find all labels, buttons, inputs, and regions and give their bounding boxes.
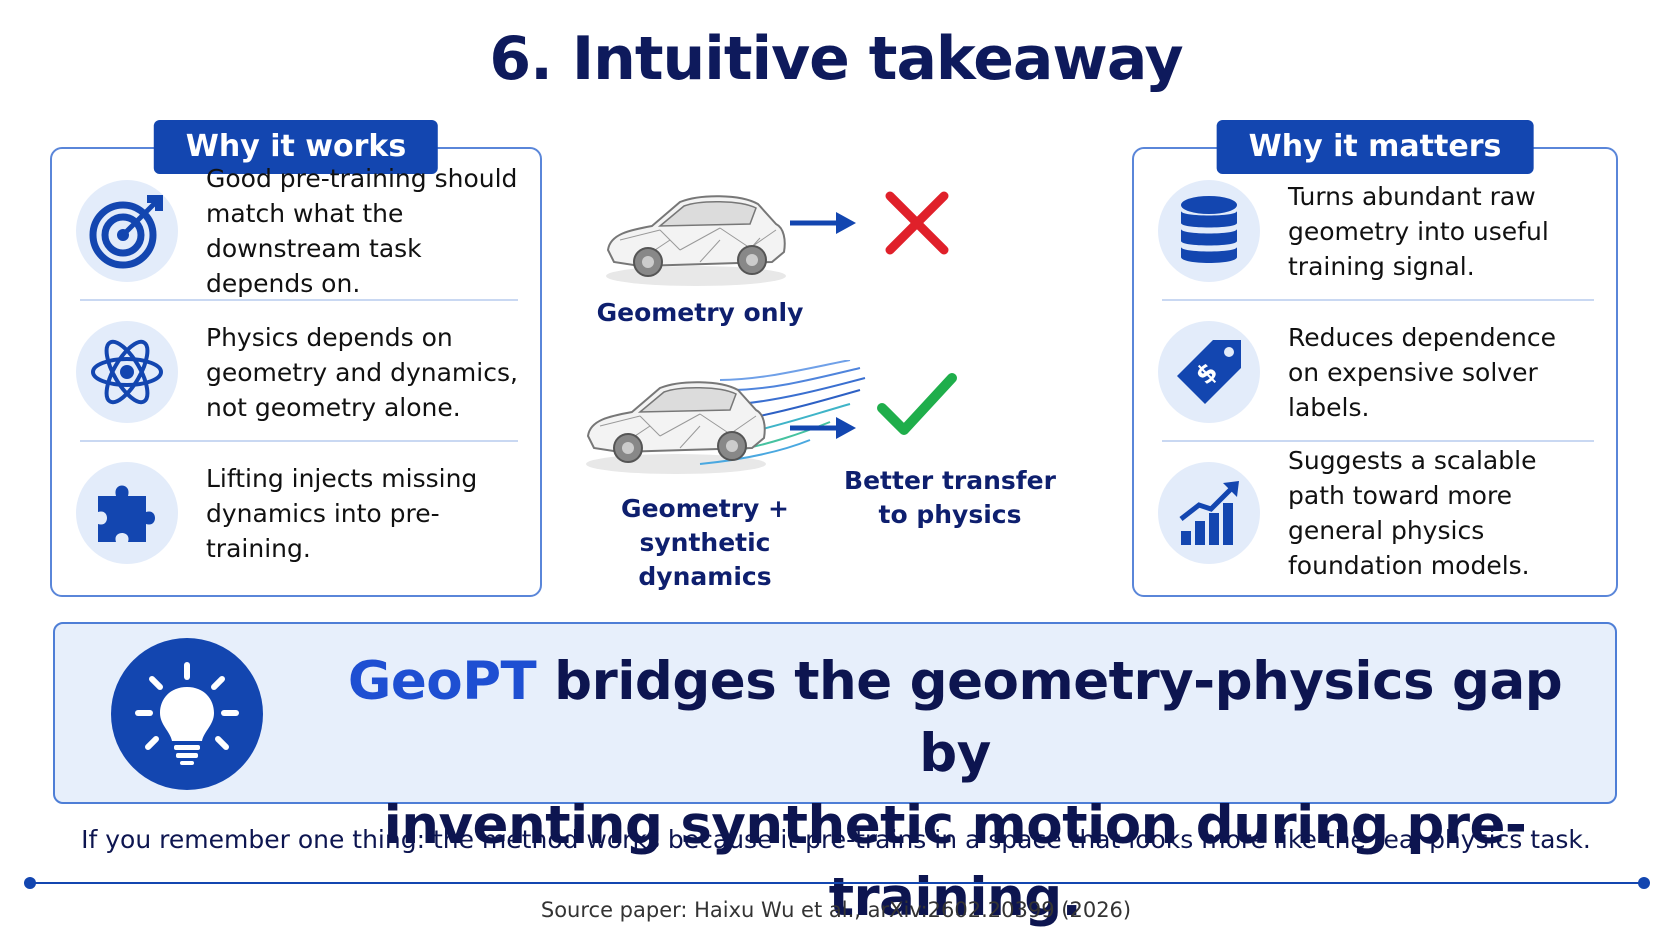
better-transfer-label: Better transfer to physics <box>844 466 1056 529</box>
remember-note: If you remember one thing: the method wo… <box>81 825 1591 854</box>
cross-icon <box>885 191 949 255</box>
source-citation: Source paper: Haixu Wu et al., arXiv:260… <box>540 898 1132 922</box>
geometry-dynamics-label: Geometry + synthetic dynamics <box>621 494 789 591</box>
growth-chart-icon <box>1158 462 1260 564</box>
puzzle-piece-icon <box>76 462 178 564</box>
why-it-works-item: Physics depends on geometry and dynamics… <box>76 302 518 442</box>
why-it-matters-heading: Why it matters <box>1216 120 1534 174</box>
why-it-works-item: Good pre-training should match what the … <box>76 161 518 301</box>
car-geometry-icon <box>606 195 786 286</box>
why-it-matters-item: Turns abundant raw geometry into useful … <box>1158 161 1594 301</box>
lightbulb-icon <box>111 638 263 790</box>
center-comparison: Geometry only Geometry + synthetic dynam… <box>570 170 1100 591</box>
car-flow-icon <box>586 360 866 474</box>
key-message-banner: GeoPT bridges the geometry-physics gap b… <box>53 622 1617 928</box>
why-it-works-heading: Why it works <box>153 120 439 174</box>
why-it-matters-item: Suggests a scalable path toward more gen… <box>1158 443 1594 583</box>
geometry-only-label: Geometry only <box>596 298 804 327</box>
footer-divider <box>30 882 1644 884</box>
item-text: Suggests a scalable path toward more gen… <box>1288 446 1537 580</box>
item-text: Reduces dependence on expensive solver l… <box>1288 322 1557 422</box>
item-text: Turns abundant raw geometry into useful … <box>1288 181 1549 281</box>
arrow-right-icon <box>790 212 856 234</box>
divider-dot <box>24 877 36 889</box>
price-tag-icon: $ <box>1158 321 1260 423</box>
why-it-matters-item: $ Reduces dependence on expensive solver… <box>1158 302 1594 442</box>
divider-dot <box>1638 877 1650 889</box>
why-it-works-panel: Why it works Good pre-training should ma… <box>50 120 542 597</box>
item-text: Physics depends on geometry and dynamics… <box>206 322 518 422</box>
why-it-matters-panel: Why it matters Turns abundant raw geomet… <box>1132 120 1618 597</box>
checkmark-icon <box>877 373 957 435</box>
item-text: Good pre-training should match what the … <box>206 164 518 298</box>
key-message-text: GeoPT bridges the geometry-physics gap b… <box>347 651 1563 928</box>
database-icon <box>1158 180 1260 282</box>
atom-icon <box>76 321 178 423</box>
arrow-right-icon <box>790 417 856 439</box>
why-it-works-item: Lifting injects missing dynamics into pr… <box>76 443 518 583</box>
page-title: 6. Intuitive takeaway <box>489 24 1183 94</box>
geopt-highlight: GeoPT <box>347 651 537 712</box>
target-icon <box>76 180 178 282</box>
item-text: Lifting injects missing dynamics into pr… <box>206 463 478 563</box>
